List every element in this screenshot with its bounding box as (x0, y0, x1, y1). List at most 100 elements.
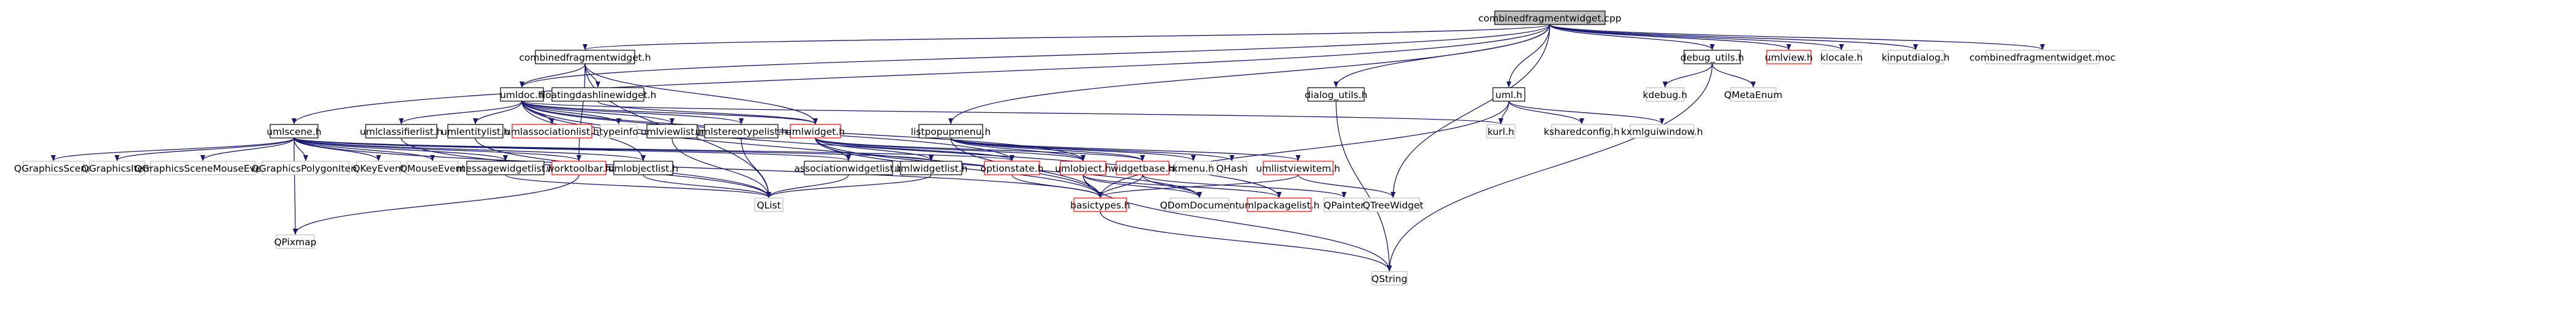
node-label-umlclassifierlist_h: umlclassifierlist.h (360, 126, 442, 137)
node-debug_utils_h[interactable]: debug_utils.h (1680, 50, 1744, 64)
edge-uml_h-to-basictypes_h (1098, 101, 1509, 198)
node-label-messagewidgetlist_h: messagewidgetlist.h (456, 163, 554, 174)
node-umlobject_h[interactable]: umlobject.h (1055, 161, 1111, 175)
node-umlentitylist_h[interactable]: umlentitylist.h (441, 124, 510, 139)
edge-umldoc_h-to-umlviewlist_h (521, 101, 674, 124)
node-label-qstring: QString (1372, 273, 1407, 284)
node-box-qhash (1217, 161, 1247, 175)
node-umlwidgetlist_h[interactable]: umlwidgetlist.h (894, 161, 968, 175)
node-qkeyevent: QKeyEvent (353, 161, 404, 175)
node-box-typeinfo (600, 124, 638, 139)
edge-combinedfragmentwidget_cpp-to-umldoc_h (519, 24, 1551, 88)
edge-umlscene_h-to-associationwidgetlist_h (293, 137, 851, 161)
node-box-messagewidgetlist_h (466, 161, 545, 175)
node-umlclassifierlist_h[interactable]: umlclassifierlist.h (360, 124, 443, 139)
node-box-qmetaenum (1730, 87, 1777, 102)
edge-listpopupmenu_h-to-widgetbase_h (950, 137, 1145, 161)
edge-combinedfragmentwidget_cpp-to-umlview_h (1549, 24, 1791, 50)
node-box-kurl_h (1486, 124, 1516, 139)
node-umlviewlist_h[interactable]: umlviewlist.h (641, 124, 703, 139)
node-box-listpopupmenu_h (918, 124, 983, 139)
node-widgetbase_h[interactable]: widgetbase.h (1111, 161, 1174, 175)
node-box-qstring (1371, 271, 1408, 286)
edge-umlstereotypelist_h-to-qlist (741, 137, 771, 198)
node-label-qpixmap: QPixmap (274, 237, 316, 248)
node-box-umlstereotypelist_h (704, 124, 779, 139)
node-associationwidgetlist_h[interactable]: associationwidgetlist.h (795, 161, 903, 175)
node-qmouseevent: QMouseEvent (400, 161, 466, 175)
node-listpopupmenu_h[interactable]: listpopupmenu.h (911, 124, 991, 139)
node-qgraphicspolygonitem: QGraphicsPolygonItem (252, 161, 360, 175)
edge-debug_utils_h-to-qmetaenum (1712, 63, 1756, 88)
node-floatingdashlinewidget_h[interactable]: floatingdashlinewidget.h (539, 87, 657, 102)
node-umlscene_h[interactable]: umlscene.h (266, 124, 322, 139)
node-label-klocale_h: klocale.h (1820, 52, 1862, 63)
node-qtreewidget: QTreeWidget (1362, 197, 1424, 212)
edge-umlobject_h-to-qdomdocument (1082, 174, 1202, 198)
edge-umlwidget_h-to-widgetbase_h (815, 137, 1145, 161)
node-optionstate_h[interactable]: optionstate.h (980, 161, 1044, 175)
edge-umldoc_h-to-kurl_h (521, 101, 1503, 124)
node-box-umldoc_h (500, 87, 544, 102)
node-umlobjectlist_h[interactable]: umlobjectlist.h (608, 161, 679, 175)
node-label-floatingdashlinewidget_h: floatingdashlinewidget.h (539, 90, 656, 101)
edge-combinedfragmentwidget_cpp-to-uml_h (1506, 24, 1551, 88)
node-qstring: QString (1371, 271, 1408, 286)
node-umlstereotypelist_h[interactable]: umlstereotypelist.h (695, 124, 787, 139)
node-label-umlassociationlist_h: umlassociationlist.h (505, 126, 599, 137)
node-label-qgraphicsscene: QGraphicsScene (14, 163, 93, 174)
edge-combinedfragmentwidget_cpp-to-debug_utils_h (1549, 24, 1715, 50)
node-label-qdomdocument: QDomDocument (1160, 200, 1239, 211)
node-umlassociationlist_h[interactable]: umlassociationlist.h (505, 124, 599, 139)
edge-combinedfragmentwidget_h-to-umldoc_h (519, 63, 586, 88)
node-basictypes_h[interactable]: basictypes.h (1070, 197, 1130, 212)
node-label-ksharedconfig_h: ksharedconfig.h (1544, 126, 1620, 137)
edge-umlscene_h-to-qgraphicsscenemouseevent (200, 137, 295, 161)
node-kmenu_h: kmenu.h (1173, 161, 1214, 175)
node-umllistviewitem_h[interactable]: umllistviewitem.h (1256, 161, 1340, 175)
node-label-umllistviewitem_h: umllistviewitem.h (1256, 163, 1340, 174)
node-umldoc_h[interactable]: umldoc.h (500, 87, 544, 102)
node-label-umlscene_h: umlscene.h (266, 126, 321, 137)
edge-combinedfragmentwidget_cpp-to-kinputdialog_h (1549, 24, 1918, 50)
edge-layer (51, 24, 2045, 272)
node-combinedfragmentwidget_cpp[interactable]: combinedfragmentwidget.cpp (1478, 10, 1622, 25)
node-box-kinputdialog_h (1887, 50, 1944, 64)
edge-widgetbase_h-to-qdomdocument (1142, 174, 1202, 198)
edge-umlscene_h-to-optionstate_h (293, 137, 1014, 161)
node-box-floatingdashlinewidget_h (551, 87, 644, 102)
node-box-qpainter (1323, 197, 1365, 212)
edge-associationwidgetlist_h-to-qlist (766, 174, 849, 198)
node-label-qmouseevent: QMouseEvent (400, 163, 466, 174)
node-worktoolbar_h[interactable]: worktoolbar.h (546, 161, 611, 175)
node-box-combinedfragmentwidget_cpp (1494, 10, 1606, 25)
node-label-kurl_h: kurl.h (1487, 126, 1514, 137)
node-label-kdebug_h: kdebug.h (1643, 90, 1688, 101)
node-box-combinedfragmentwidget_moc (1985, 50, 2099, 64)
node-combinedfragmentwidget_h[interactable]: combinedfragmentwidget.h (519, 50, 651, 64)
edge-floatingdashlinewidget_h-to-umlwidget_h (597, 101, 818, 124)
node-umlwidget_h[interactable]: umlwidget.h (786, 124, 845, 139)
edge-umldoc_h-to-umlclassifierlist_h (399, 101, 523, 124)
node-label-umlpackagelist_h: umlpackagelist.h (1239, 200, 1320, 211)
node-box-klocale_h (1821, 50, 1862, 64)
node-messagewidgetlist_h[interactable]: messagewidgetlist.h (456, 161, 554, 175)
node-label-uml_h: uml.h (1495, 90, 1522, 101)
edge-umlscene_h-to-umlobjectlist_h (293, 137, 646, 161)
edge-umldoc_h-to-basictypes_h (521, 101, 1103, 198)
node-box-umlobject_h (1060, 161, 1106, 175)
node-uml_h[interactable]: uml.h (1492, 87, 1525, 102)
edge-dialog_utils_h-to-qstring (1335, 101, 1392, 272)
edge-umlobjectlist_h-to-qlist (643, 174, 771, 198)
node-umlview_h[interactable]: umlview.h (1765, 50, 1813, 64)
node-box-associationwidgetlist_h (804, 161, 893, 175)
node-box-debug_utils_h (1683, 50, 1741, 64)
node-ksharedconfig_h: ksharedconfig.h (1544, 124, 1620, 139)
node-umlpackagelist_h[interactable]: umlpackagelist.h (1239, 197, 1320, 212)
node-box-kxmlguiwindow_h (1630, 124, 1694, 139)
edge-combinedfragmentwidget_cpp-to-qtreewidget (1391, 24, 1551, 198)
node-label-qtreewidget: QTreeWidget (1362, 200, 1423, 211)
edge-combinedfragmentwidget_h-to-umlwidget_h (584, 63, 818, 124)
node-dialog_utils_h[interactable]: dialog_utils.h (1305, 87, 1367, 102)
node-label-widgetbase_h: widgetbase.h (1111, 163, 1174, 174)
